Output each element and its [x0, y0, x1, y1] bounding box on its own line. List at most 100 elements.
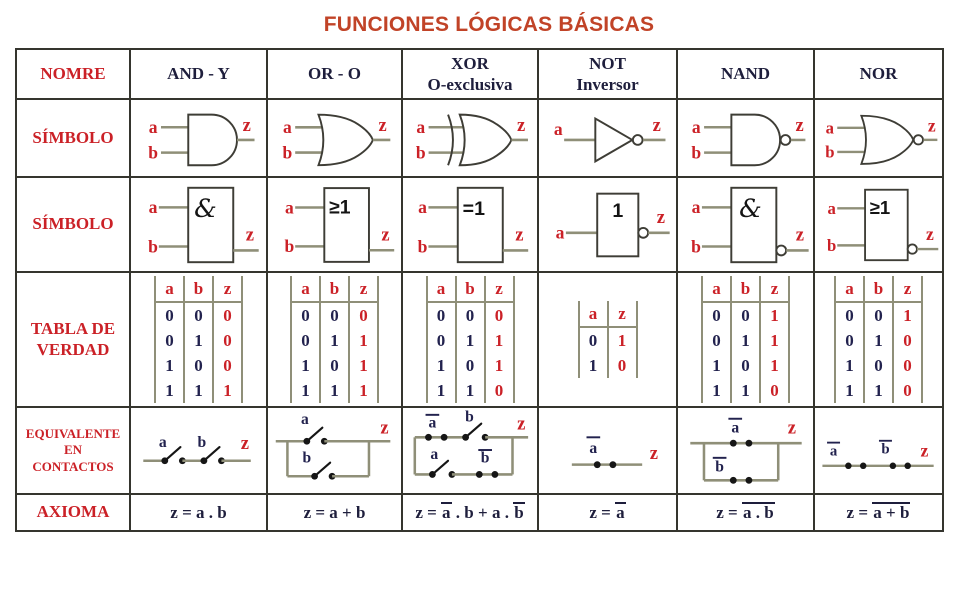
and-contacts-diagram-icon: a b z [143, 433, 251, 465]
cell-not-symbol: a z [537, 98, 678, 178]
row-label-axioma: AXIOMA [15, 493, 131, 532]
col-header-xor: XOR O-exclusiva [401, 48, 539, 100]
nand-gate-symbol-icon: a b z [691, 113, 806, 167]
contact-not-a-label: a [428, 415, 436, 432]
not-axiom: z = a [589, 502, 626, 522]
output-z-label: z [517, 116, 525, 136]
row-label-nombre: NOMRE [15, 48, 131, 100]
iec-nor-symbol-label: ≥1 [870, 197, 890, 218]
input-a-label: a [828, 199, 837, 218]
col-header-and-line1: AND - Y [167, 64, 230, 84]
xor-contacts-diagram-icon: a b z a b [413, 409, 529, 478]
col-header-or-line1: OR - O [308, 64, 361, 84]
cell-nor-axiom: z = a + b [813, 493, 944, 532]
cell-or-contacts: a b z [266, 406, 403, 495]
row-label-simbolo1: SÍMBOLO [15, 98, 131, 178]
and-gate-symbol-icon: a b z [148, 113, 255, 167]
contact-not-b-label: b [715, 459, 724, 476]
row-label-simbolo2: SÍMBOLO [15, 176, 131, 273]
cell-nor-symbol: a b z [813, 98, 944, 178]
input-b-label: b [691, 236, 701, 256]
output-z-label: z [920, 441, 928, 461]
col-header-not: NOT Inversor [537, 48, 678, 100]
cell-not-iec: a 1 z [537, 176, 678, 273]
cell-xor-axiom: z = a . b + a . b [401, 493, 539, 532]
output-z-label: z [796, 225, 804, 246]
input-a-label: a [416, 117, 425, 137]
cell-or-symbol: a b z [266, 98, 403, 178]
not-gate-symbol-icon: a z [554, 116, 666, 164]
output-z-label: z [517, 413, 525, 434]
cell-or-iec: a b ≥1 z [266, 176, 403, 273]
row-label-tabla-line1: TABLA DE [30, 319, 116, 339]
xor-axiom: z = a . b + a . b [415, 502, 525, 522]
input-b-label: b [148, 142, 158, 162]
input-b-label: b [825, 142, 834, 161]
xor-iec-symbol-icon: a b =1 z [418, 186, 529, 264]
iec-and-symbol-label: & [194, 194, 217, 224]
contact-a-label: a [430, 446, 438, 463]
input-a-label: a [826, 118, 835, 137]
output-z-label: z [650, 443, 658, 464]
header-row: NOMRE AND - Y OR - O XOR O-exclusiva NOT… [15, 48, 944, 100]
input-b-label: b [283, 142, 293, 162]
cell-xor-iec: a b =1 z [401, 176, 539, 273]
and-axiom: z = a . b [170, 502, 227, 522]
input-a-label: a [149, 197, 158, 217]
input-b-label: b [691, 142, 701, 162]
or-gate-symbol-icon: a b z [283, 113, 391, 167]
page-title: FUNCIONES LÓGICAS BÁSICAS [323, 13, 655, 36]
input-a-label: a [149, 117, 158, 137]
col-header-nand: NAND [676, 48, 815, 100]
output-z-label: z [246, 225, 254, 246]
iec-nand-symbol-label: & [739, 194, 762, 224]
row-label-tabla-line2: VERDAD [36, 339, 110, 359]
contact-not-a-label: a [589, 440, 597, 457]
nor-axiom: z = a + b [846, 502, 911, 522]
col-header-or: OR - O [266, 48, 403, 100]
logic-functions-table: NOMRE AND - Y OR - O XOR O-exclusiva NOT… [15, 48, 944, 532]
output-z-label: z [241, 433, 249, 454]
cell-and-axiom: z = a . b [129, 493, 268, 532]
output-z-label: z [381, 225, 389, 245]
input-a-label: a [285, 197, 294, 217]
row-label-contactos-line3: CONTACTOS [32, 458, 114, 474]
output-z-label: z [795, 116, 803, 136]
input-a-label: a [556, 223, 565, 243]
nand-iec-symbol-icon: a b & z [691, 186, 809, 264]
input-b-label: b [827, 236, 836, 255]
cell-not-axiom: z = a [537, 493, 678, 532]
input-a-label: a [692, 117, 701, 137]
iec-xor-symbol-label: =1 [463, 198, 485, 220]
contact-not-a-label: a [731, 419, 739, 436]
contact-a-label: a [301, 411, 309, 428]
input-b-label: b [418, 236, 428, 256]
contact-b-label: b [465, 409, 474, 426]
or-contacts-diagram-icon: a b z [275, 411, 391, 480]
input-b-label: b [416, 142, 426, 162]
col-header-xor-line2: O-exclusiva [427, 75, 513, 94]
or-iec-symbol-icon: a b ≥1 z [284, 187, 395, 263]
contact-not-b-label: b [881, 442, 889, 458]
cell-and-iec: a b & z [129, 176, 268, 273]
xor-gate-symbol-icon: a b z [416, 113, 528, 167]
cell-or-axiom: z = a + b [266, 493, 403, 532]
col-header-nor: NOR [813, 48, 944, 100]
col-header-and: AND - Y [129, 48, 268, 100]
input-b-label: b [148, 236, 158, 256]
cell-xor-contacts: a b z a b [401, 406, 539, 495]
output-z-label: z [380, 418, 388, 438]
nor-iec-symbol-icon: a b ≥1 z [827, 188, 939, 262]
and-iec-symbol-icon: a b & z [148, 186, 259, 264]
col-header-xor-line1: XOR [451, 53, 489, 73]
